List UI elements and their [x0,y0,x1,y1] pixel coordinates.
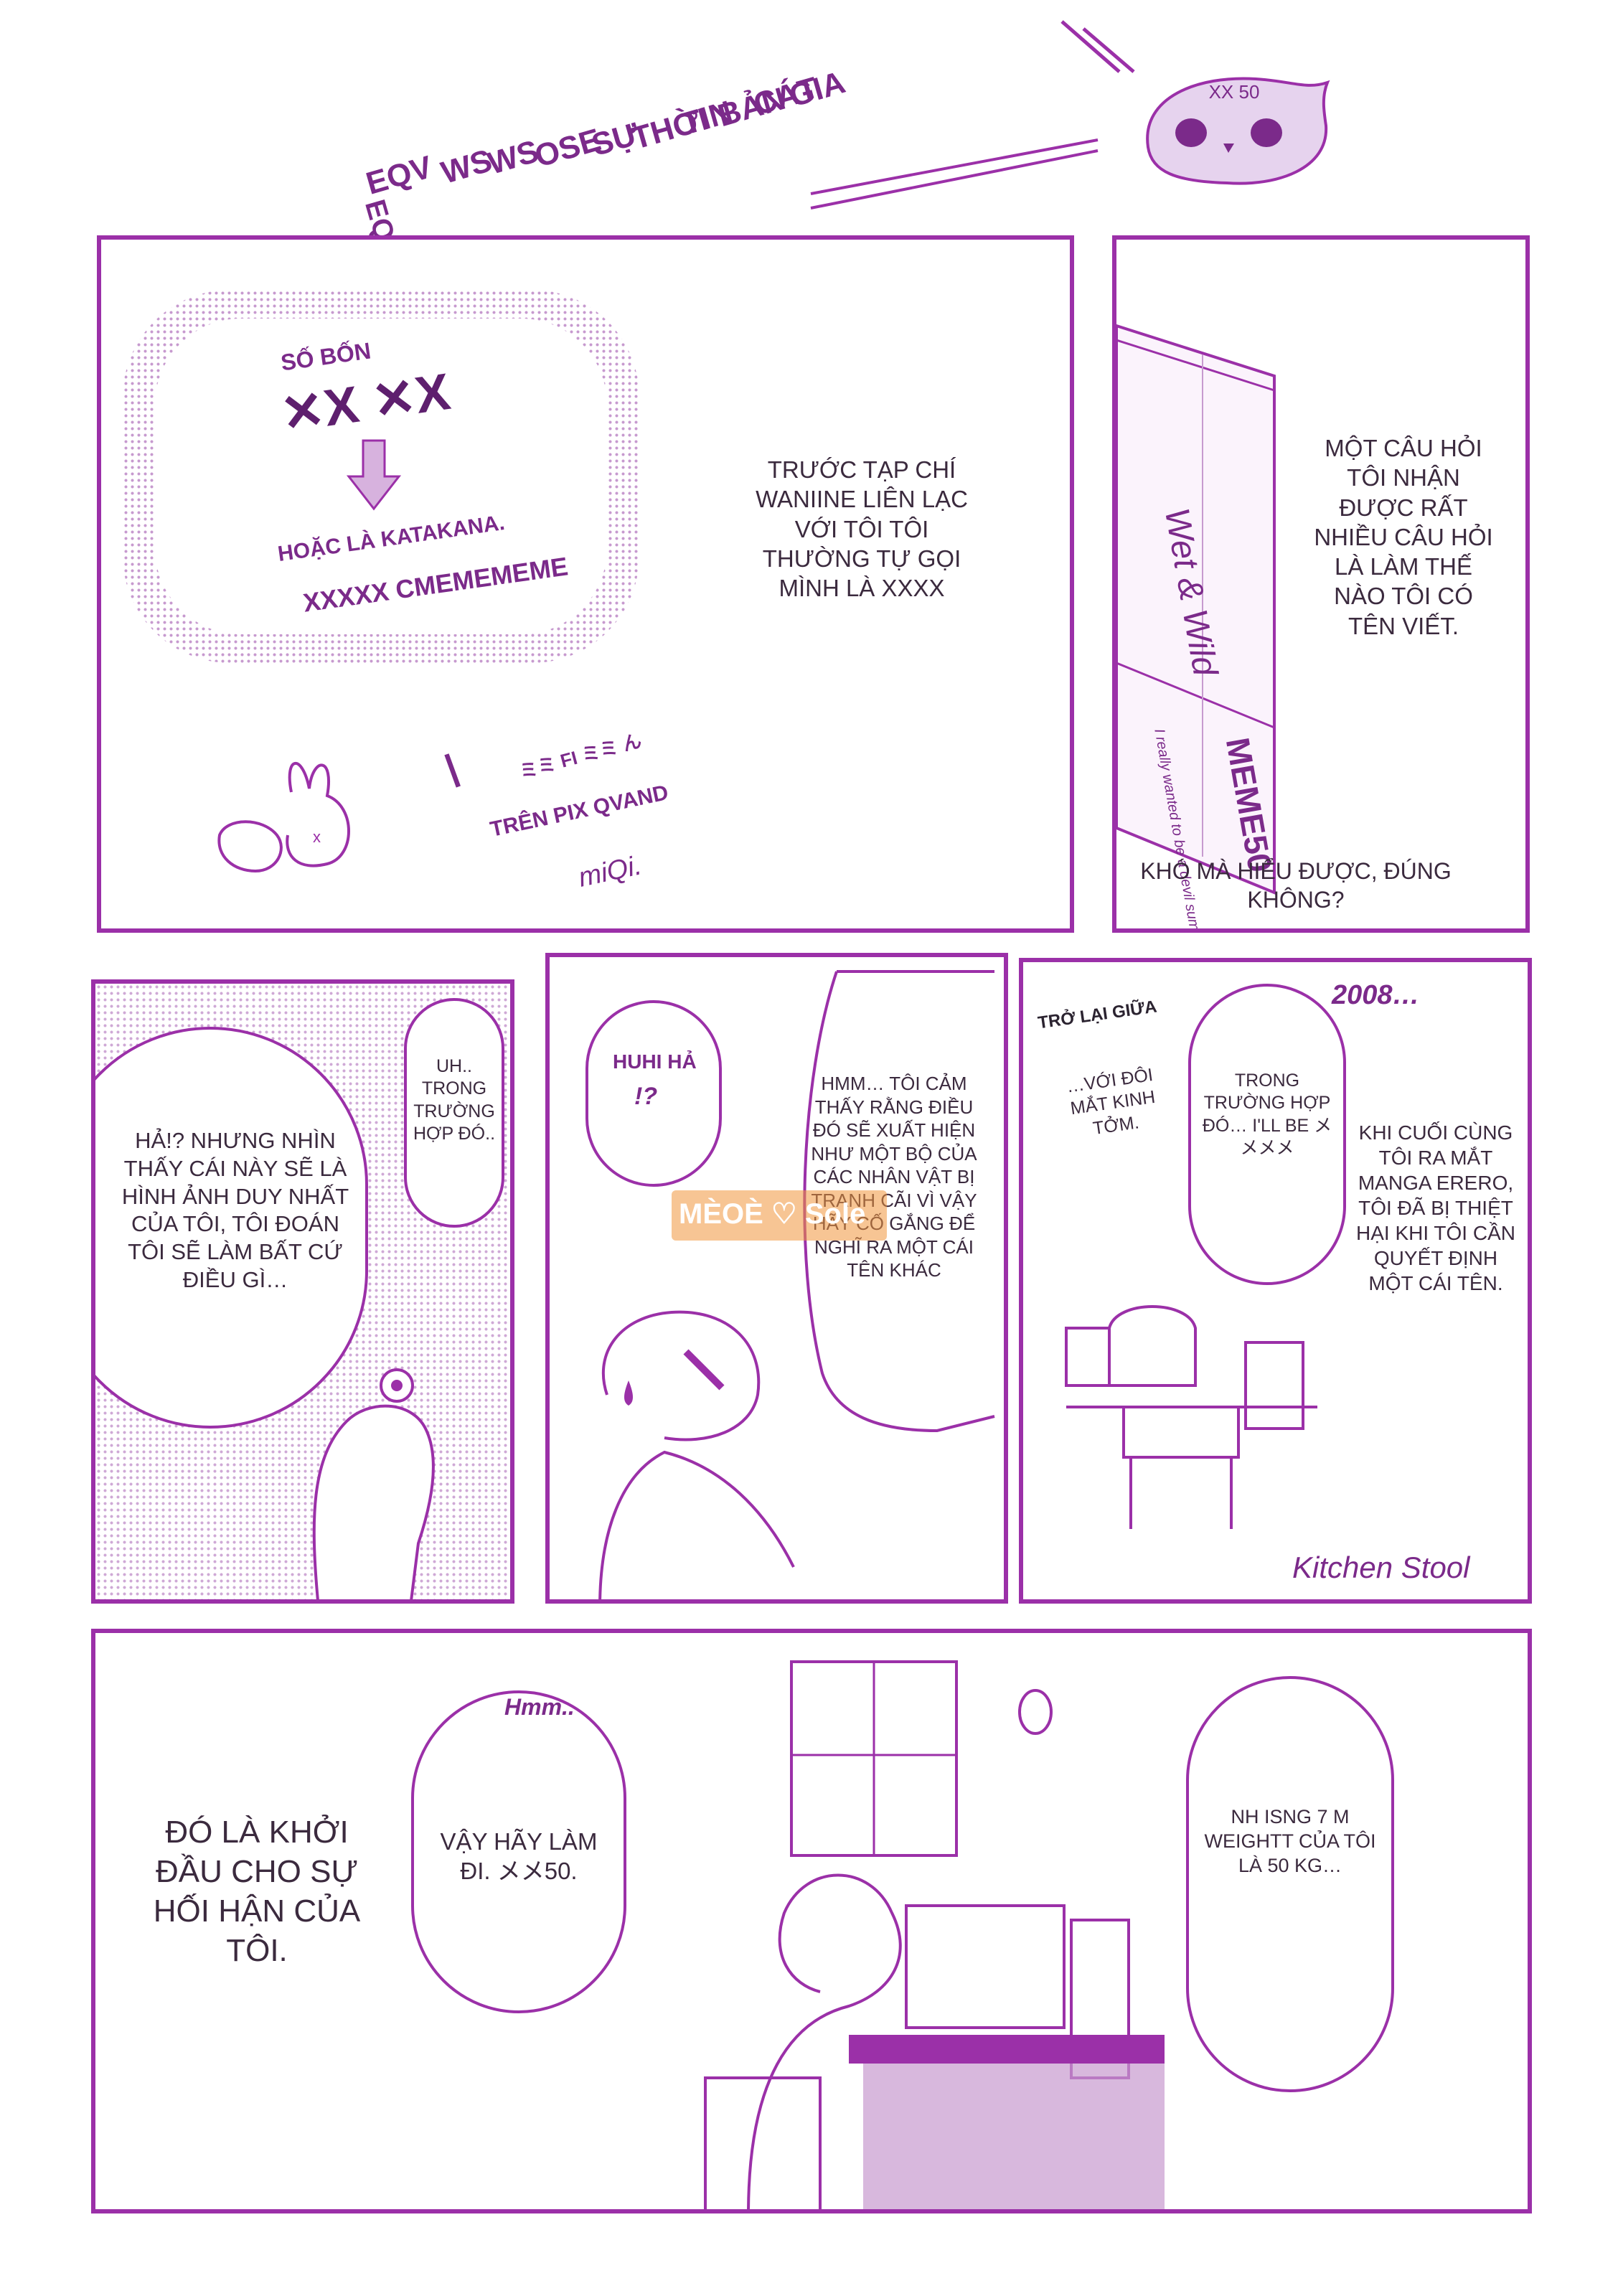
panel-2: Wet & Wild MEME50 I really wanted to be … [1112,235,1530,933]
hmm-text: Hmm.. [504,1694,575,1720]
sweating-character-art [312,1368,435,1599]
computer-scene [704,1647,1172,2209]
panel1-narration: TRƯỚC TẠP CHÍ WANIINE LIÊN LẠC VỚI TÔI T… [756,456,968,601]
thought-bubble-weight [1186,1676,1394,2092]
panel3-small-bubble: UH.. TRONG TRƯỜNG HỢP ĐÓ.. [413,1056,496,1144]
panel2-narration: MỘT CÂU HỎI TÔI NHẬN ĐƯỢC RẤT NHIỀU CÂU … [1314,435,1493,639]
panel-1: SỐ BỐN ✕X ✕X HOẶC LÀ KATAKANA. XXXXX CME… [97,235,1074,933]
thought-bubble-left [95,1027,368,1429]
exclaim-bubble [585,1000,722,1187]
desk-character [1065,1299,1325,1529]
computer-scene-art [704,1660,1165,2209]
phone-character-art [598,1310,795,1599]
book-art [1116,324,1276,895]
small-glyphs: ミミ FI ミミ ん [517,729,644,784]
panel2-caption: KHÓ MÀ HIỂU ĐƯỢC, ĐÚNG KHÔNG? [1140,858,1452,913]
stool-label: Kitchen Stool [1292,1551,1470,1584]
desk-character-art [1065,1305,1317,1529]
thought-bubble-name [1188,984,1346,1285]
back-label: TRỞ LẠI GIỮA [1036,997,1159,1033]
sweating-character [289,1357,476,1599]
header-deco-lines [810,20,1135,210]
panel4-thought: HMM… TÔI CẢM THẤY RẰNG ĐIỀU ĐÓ SẼ XUẤT H… [811,1073,977,1281]
panel5-thought: TRONG TRƯỜNG HỢP ĐÓ… I'LL BE メメメメ [1202,1071,1332,1158]
signature: miQi. [575,850,644,893]
svg-text:x: x [313,828,321,846]
panel6-bubble-left: VẬY HÃY LÀM ĐI. メメ50. [440,1828,598,1885]
bunny-doodle-art: x [217,762,350,873]
panel5-eyes-text: …VỚI ĐÔI MẮT KINH TỞM. [1065,1064,1157,1139]
exclaim-line-1: HUHI HẢ [613,1050,697,1073]
big-thought-outline-art [803,970,995,1433]
pixiv-text: TRÊN PIX QVAND [488,781,671,842]
year-label: 2008… [1332,980,1420,1010]
mascot-label: XX 50 [1208,81,1260,103]
panel6-bubble-right: NH ISNG 7 M WEIGHTT CỦA TÔI LÀ 50 KG… [1204,1806,1376,1876]
hmm-bubble [411,1690,626,2013]
panel-6: ĐÓ LÀ KHỞI ĐẦU CHO SỰ HỐI HẬN CỦA TÔI. H… [91,1629,1532,2213]
panel-4: HUHI HẢ !? HMM… TÔI CẢM THẤY RẰNG ĐIỀU Đ… [545,953,1008,1604]
big-thought-outline [794,970,995,1438]
book-illustration: Wet & Wild MEME50 I really wanted to be … [1116,324,1289,928]
bunny-doodle: x [205,749,420,893]
mascot-blob: XX 50 [1134,68,1349,190]
panel3-thought: HẢ!? NHƯNG NHÌN THẤY CÁI NÀY SẼ LÀ HÌNH … [121,1128,349,1292]
watermark-logo: MÈOÈ ♡ Sole [672,1190,887,1241]
mascot-blob-art [1146,77,1330,185]
phone-character [578,1294,851,1599]
thought-bubble-small [404,998,504,1228]
down-arrow-icon [346,439,402,512]
down-arrow-art [346,439,402,511]
panel5-narration: KHI CUỐI CÙNG TÔI RA MẮT MANGA ERERO, TÔ… [1356,1121,1515,1294]
panel-5: 2008… TRỞ LẠI GIỮA …VỚI ĐÔI MẮT KINH TỞM… [1019,958,1532,1604]
watermark-text: MÈOÈ ♡ Sole [679,1198,866,1230]
panel6-narration: ĐÓ LÀ KHỞI ĐẦU CHO SỰ HỐI HẬN CỦA TÔI. [153,1815,361,1968]
letter-i: I [436,742,469,799]
panel-3: HẢ!? NHƯNG NHÌN THẤY CÁI NÀY SẼ LÀ HÌNH … [91,979,514,1604]
exclaim-line-2: !? [634,1083,658,1110]
